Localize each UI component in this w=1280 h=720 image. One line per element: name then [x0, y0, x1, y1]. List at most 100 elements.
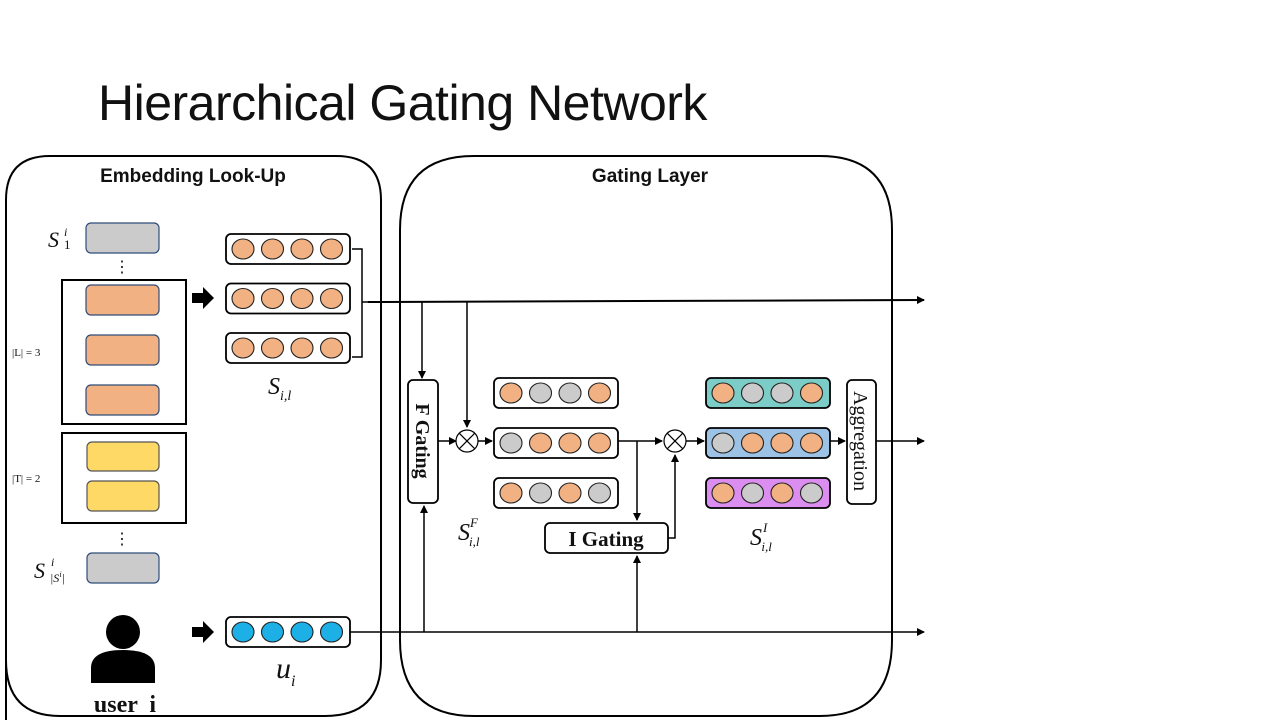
- vector-container: [225, 282, 351, 315]
- sn-label: S: [34, 558, 45, 583]
- i-gating-label: I Gating: [568, 527, 644, 551]
- vector-node-orange: [711, 382, 735, 404]
- item-embedding-first: [85, 222, 160, 254]
- silF-vectors: [493, 377, 619, 509]
- user-label: user i: [94, 692, 157, 718]
- vector-node-orange: [528, 432, 553, 454]
- lookup-arrow-items: [192, 287, 214, 309]
- t-group-label: |T| = 2: [12, 473, 40, 485]
- item-embedding-l3: [85, 384, 160, 416]
- vector-node-gray: [587, 482, 612, 504]
- vector-node-orange: [799, 432, 824, 454]
- gating-panel: [399, 155, 893, 717]
- vector-node-orange: [587, 432, 612, 454]
- user-icon: [91, 615, 155, 683]
- sequence-flow-line: [367, 296, 925, 305]
- item-embedding-l2: [85, 334, 160, 366]
- vector-node-gray: [558, 382, 582, 404]
- vector-node-gray: [740, 482, 765, 504]
- vector-container: [705, 427, 831, 459]
- sil-vector: [225, 332, 351, 364]
- vector-node-gray: [740, 382, 765, 404]
- vector-node-orange: [290, 238, 314, 260]
- vector-node-orange: [587, 382, 612, 404]
- vector-node-orange: [231, 337, 255, 359]
- ui-vector: [225, 616, 351, 648]
- vector-container: [225, 233, 351, 265]
- vector-container: [225, 332, 351, 364]
- silI-vector: [705, 477, 831, 509]
- vector-node-orange: [499, 482, 523, 504]
- vdots-top: ⋮: [114, 259, 130, 276]
- silF-vector: [493, 477, 619, 509]
- vector-node-gray: [528, 382, 553, 404]
- vector-container: [493, 377, 619, 409]
- sn-sup: i: [51, 555, 54, 569]
- sil-label: Si,l: [268, 374, 291, 404]
- vector-node-orange: [799, 382, 824, 404]
- vector-node-orange: [558, 432, 582, 454]
- vector-node-orange: [558, 482, 582, 504]
- embedding-panel-title: Embedding Look-Up: [100, 166, 286, 187]
- vector-node-blue_node: [290, 621, 314, 643]
- s1-sup: i: [64, 225, 67, 239]
- silF-vector: [493, 377, 619, 409]
- vector-node-orange: [290, 337, 314, 359]
- sn-sub: |Si|: [50, 570, 65, 585]
- lookup-arrow-user: [192, 621, 214, 643]
- silI-vector: [705, 427, 831, 459]
- vector-node-gray: [528, 482, 553, 504]
- l-group-label: |L| = 3: [12, 347, 41, 359]
- vector-container: [705, 477, 831, 509]
- vector-node-orange: [499, 382, 523, 404]
- silF-vector: [493, 427, 619, 459]
- item-embedding-l1: [85, 284, 160, 316]
- vector-node-gray: [770, 382, 794, 404]
- silI-vectors: [705, 377, 831, 509]
- item-embedding-t1: [86, 441, 160, 472]
- vector-node-blue_node: [231, 621, 255, 643]
- vector-node-orange: [319, 337, 344, 359]
- vector-node-orange: [770, 482, 794, 504]
- vector-node-orange: [319, 238, 344, 260]
- aggregation-box: [846, 379, 877, 505]
- l-group-box: [61, 279, 187, 425]
- vector-node-orange: [711, 482, 735, 504]
- vdots-bottom: ⋮: [114, 531, 130, 548]
- vector-node-gray: [711, 432, 735, 454]
- silI-vector: [705, 377, 831, 409]
- ui-label: ui: [276, 652, 295, 690]
- sil-brace: [352, 248, 368, 358]
- s1-sub: 1: [64, 237, 71, 252]
- aggregation-label: Aggregation: [849, 391, 871, 491]
- f-gating-label: F Gating: [411, 403, 433, 478]
- vector-node-orange: [770, 432, 794, 454]
- f-multiply-icon: [455, 429, 479, 453]
- vector-container: [493, 477, 619, 509]
- igating-to-multiply-arrow: [668, 454, 679, 539]
- sil-vector: [225, 282, 351, 315]
- vector-container: [493, 427, 619, 459]
- vector-container: [705, 377, 831, 409]
- vector-node-orange: [260, 337, 285, 359]
- sil-vectors: [225, 233, 351, 364]
- vector-node-blue_node: [319, 621, 344, 643]
- s1-label: S: [48, 227, 59, 252]
- vector-node-gray: [499, 432, 523, 454]
- vector-node-orange: [231, 287, 255, 310]
- gating-panel-title: Gating Layer: [592, 166, 709, 187]
- item-embedding-t2: [86, 480, 160, 512]
- vector-node-orange: [740, 432, 765, 454]
- slide-title: Hierarchical Gating Network: [98, 75, 707, 131]
- ui-vector: [225, 616, 351, 648]
- vector-node-blue_node: [260, 621, 285, 643]
- embedding-panel: [5, 155, 382, 720]
- sil-vector: [225, 233, 351, 265]
- t-group-box: [61, 432, 187, 524]
- i-multiply-icon: [663, 429, 687, 453]
- vector-node-orange: [290, 287, 314, 310]
- vector-node-orange: [319, 287, 344, 310]
